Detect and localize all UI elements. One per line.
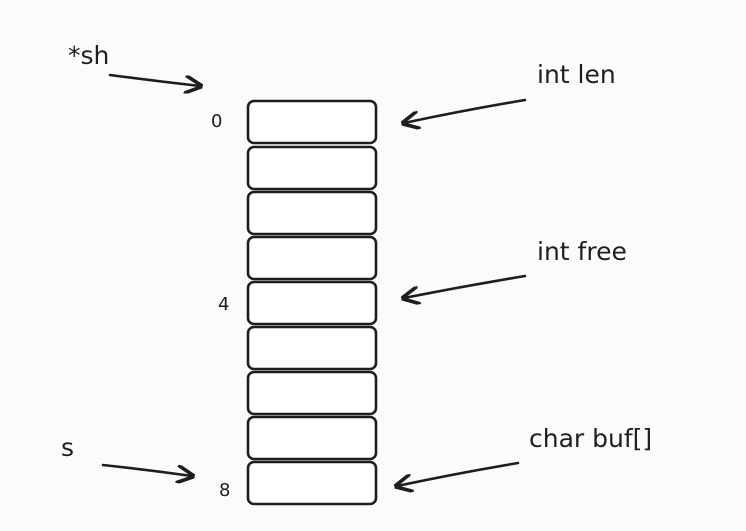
pointer-label-s: s xyxy=(61,433,74,462)
memory-cell xyxy=(246,99,378,145)
field-label-buf: char buf[] xyxy=(529,424,652,453)
arrow-sh-to-offset-0 xyxy=(108,73,200,86)
arrow-s-to-offset-8 xyxy=(101,463,192,476)
memory-cell xyxy=(246,235,378,281)
arrow-len-to-cell xyxy=(404,98,527,123)
arrow-buf-to-cell xyxy=(397,461,520,486)
memory-cell xyxy=(246,280,378,326)
memory-cell xyxy=(246,370,378,416)
pointer-label-sh: *sh xyxy=(68,41,109,70)
memory-cell xyxy=(246,190,378,236)
memory-cells xyxy=(246,99,378,506)
memory-cell xyxy=(246,145,378,191)
memory-cell xyxy=(246,460,378,506)
memory-cell xyxy=(246,325,378,371)
memory-cell xyxy=(246,415,378,461)
arrow-free-to-cell xyxy=(404,274,527,298)
field-label-len: int len xyxy=(537,60,616,89)
offset-label-8: 8 xyxy=(219,480,230,501)
offset-label-4: 4 xyxy=(218,294,229,315)
offset-label-0: 0 xyxy=(211,111,222,132)
field-label-free: int free xyxy=(537,237,627,266)
